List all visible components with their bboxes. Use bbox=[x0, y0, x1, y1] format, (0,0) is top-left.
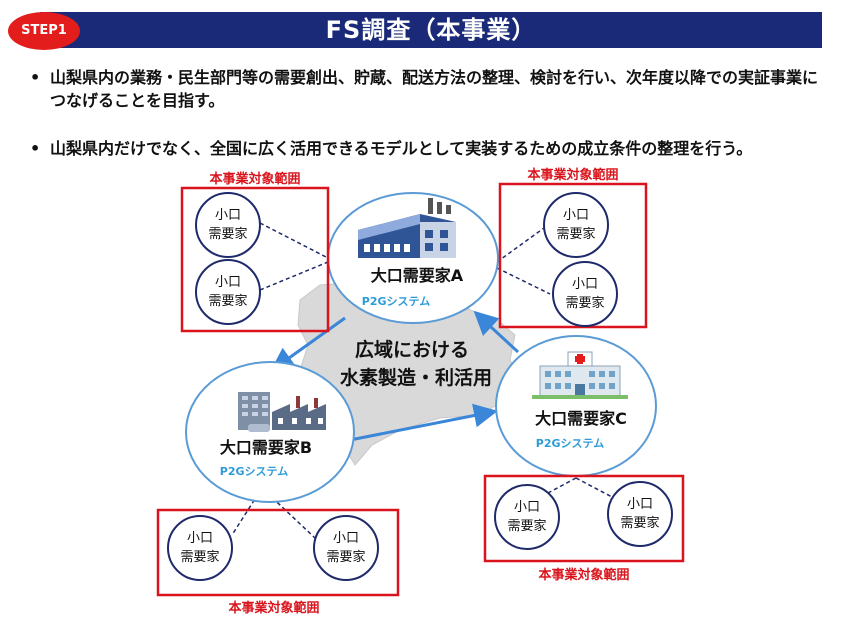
svg-text:需要家: 需要家 bbox=[208, 226, 247, 242]
bullet-text: 山梨県内だけでなく、全国に広く活用できるモデルとして実装するための成立条件の整理… bbox=[50, 139, 753, 158]
bullet-text: 山梨県内の業務・民生部門等の需要創出、貯蔵、配送方法の整理、検討を行い、次年度以… bbox=[50, 68, 819, 110]
svg-text:小口: 小口 bbox=[563, 208, 589, 223]
large-consumer-b-label: 大口需要家B bbox=[220, 438, 312, 457]
dashed-link bbox=[259, 222, 329, 259]
dashed-link bbox=[261, 487, 316, 539]
svg-text:小口: 小口 bbox=[215, 208, 241, 223]
scope-box bbox=[156, 508, 400, 597]
flow-arrow bbox=[473, 310, 520, 354]
scope-box bbox=[498, 182, 648, 329]
svg-text:需要家: 需要家 bbox=[507, 518, 546, 534]
scope-box bbox=[483, 474, 685, 563]
svg-text:需要家: 需要家 bbox=[208, 293, 247, 309]
svg-text:小口: 小口 bbox=[187, 531, 213, 546]
small-consumer: 小口 需要家 bbox=[607, 481, 673, 547]
svg-text:需要家: 需要家 bbox=[565, 295, 604, 311]
svg-text:小口: 小口 bbox=[514, 500, 540, 515]
small-consumer: 小口 需要家 bbox=[552, 261, 618, 327]
flow-arrow bbox=[270, 316, 346, 372]
small-consumer: 小口 需要家 bbox=[313, 515, 379, 581]
svg-text:需要家: 需要家 bbox=[180, 549, 219, 565]
system-label: P2Gシステム bbox=[362, 295, 430, 308]
dashed-link bbox=[496, 267, 551, 295]
dashed-link bbox=[575, 477, 613, 498]
factory-icon bbox=[358, 198, 456, 258]
system-label: P2Gシステム bbox=[220, 465, 288, 478]
small-consumer: 小口 需要家 bbox=[167, 515, 233, 581]
flow-arrow bbox=[349, 403, 498, 442]
office-factory-icon bbox=[238, 392, 326, 432]
svg-text:小口: 小口 bbox=[572, 277, 598, 292]
scope-label: 本事業対象範囲 bbox=[527, 167, 618, 183]
svg-text:需要家: 需要家 bbox=[556, 226, 595, 242]
small-consumer: 小口 需要家 bbox=[195, 259, 261, 325]
center-label-line2: 水素製造・利活用 bbox=[340, 366, 492, 389]
large-consumer-b-circle bbox=[185, 361, 355, 503]
scope-box bbox=[180, 186, 330, 333]
large-consumer-a-label: 大口需要家A bbox=[371, 266, 464, 285]
svg-text:小口: 小口 bbox=[627, 497, 653, 512]
dashed-link bbox=[496, 227, 545, 263]
small-consumer: 小口 需要家 bbox=[195, 192, 261, 258]
center-label-line1: 広域における bbox=[355, 338, 469, 361]
system-label: P2Gシステム bbox=[536, 437, 604, 450]
scope-label: 本事業対象範囲 bbox=[209, 171, 300, 187]
svg-text:需要家: 需要家 bbox=[326, 549, 365, 565]
scope-label: 本事業対象範囲 bbox=[538, 567, 629, 583]
dashed-link bbox=[259, 261, 329, 291]
bullet-item: • 山梨県内の業務・民生部門等の需要創出、貯蔵、配送方法の整理、検討を行い、次年… bbox=[30, 68, 819, 110]
large-consumer-c-label: 大口需要家C bbox=[535, 409, 627, 428]
svg-text:需要家: 需要家 bbox=[620, 515, 659, 531]
svg-text:小口: 小口 bbox=[215, 275, 241, 290]
small-consumer: 小口 需要家 bbox=[494, 484, 560, 550]
hospital-icon bbox=[532, 351, 628, 399]
bullet-item: • 山梨県内だけでなく、全国に広く活用できるモデルとして実装するための成立条件の… bbox=[30, 137, 830, 160]
svg-text:小口: 小口 bbox=[333, 531, 359, 546]
small-consumer: 小口 需要家 bbox=[543, 192, 609, 258]
page-title: FS調査（本事業） bbox=[325, 16, 537, 44]
step-badge: STEP1 bbox=[8, 12, 80, 50]
scope-label: 本事業対象範囲 bbox=[228, 600, 319, 616]
title-bar bbox=[40, 12, 822, 48]
